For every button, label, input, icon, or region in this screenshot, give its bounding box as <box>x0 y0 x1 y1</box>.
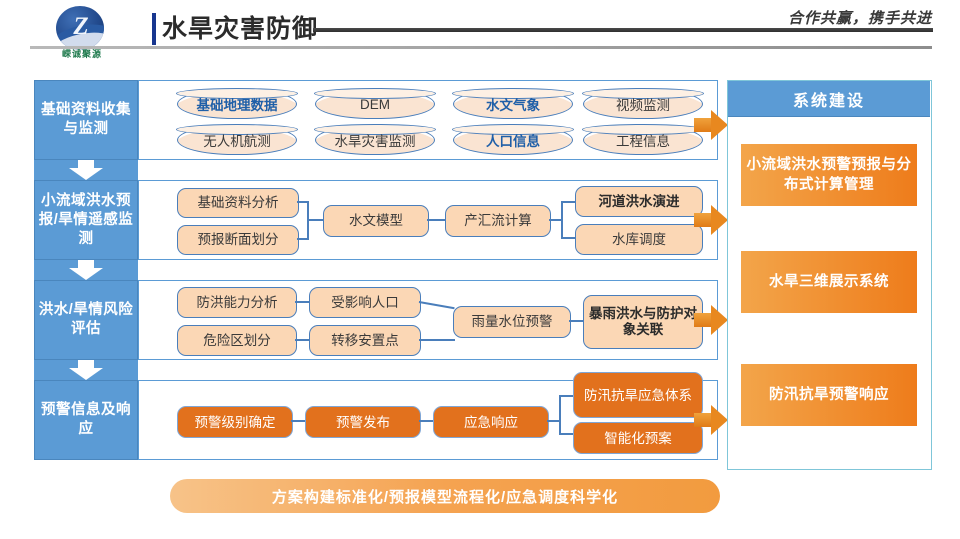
node-row1-4[interactable]: 视频监测 <box>582 88 704 119</box>
stage-2-panel: 基础资料分析 预报断面划分 水文模型 产汇流计算 河道洪水演进 水库调度 <box>138 180 718 260</box>
connector-r4-f <box>559 433 573 435</box>
system-card-3[interactable]: 防汛抗旱预警响应 <box>741 364 917 426</box>
node-row3-5[interactable]: 雨量水位预警 <box>453 306 571 338</box>
title-rule <box>313 28 933 32</box>
stage-1-panel: 基础地理数据 DEM 水文气象 视频监测 无人机航测 水旱灾害监测 人口信息 工… <box>138 80 718 160</box>
node-row3-3[interactable]: 受影响人口 <box>309 287 421 318</box>
connector-r3-e <box>419 339 455 341</box>
company-logo: Z 嵘诚聚源 <box>44 6 120 59</box>
connector-r2-a <box>297 201 309 203</box>
connector-r3-d <box>418 301 455 310</box>
connector-r2-h <box>561 201 575 203</box>
page-title: 水旱灾害防御 <box>162 15 319 43</box>
stage-3-panel: 防洪能力分析 危险区划分 受影响人口 转移安置点 雨量水位预警 暴雨洪水与防护对… <box>138 280 718 360</box>
node-row4-2[interactable]: 预警发布 <box>305 406 421 438</box>
connector-r4-d <box>559 395 561 435</box>
arrow-row4-to-system <box>694 405 728 435</box>
connector-r4-c <box>547 420 561 422</box>
stage-label-2[interactable]: 小流域洪水预报/旱情遥感监测 <box>34 180 138 260</box>
connector-r2-f <box>549 219 563 221</box>
node-row2-2[interactable]: 预报断面划分 <box>177 225 299 255</box>
header-divider <box>30 46 932 49</box>
stage-connector-2-3 <box>34 260 138 280</box>
bottom-banner: 方案构建标准化/预报模型流程化/应急调度科学化 <box>170 479 720 513</box>
logo-letter: Z <box>73 13 89 40</box>
logo-company-name: 嵘诚聚源 <box>61 49 102 59</box>
stage-connector-1-2 <box>34 160 138 180</box>
connector-r2-e <box>427 219 445 221</box>
system-construction-panel: 系统建设 小流域洪水预警预报与分布式计算管理 水旱三维展示系统 防汛抗旱预警响应 <box>727 80 932 470</box>
system-card-1[interactable]: 小流域洪水预警预报与分布式计算管理 <box>741 144 917 206</box>
page-header: Z 嵘诚聚源 水旱灾害防御 合作共赢，携手共进 <box>0 0 960 62</box>
stage-4-panel: 预警级别确定 预警发布 应急响应 防汛抗旱应急体系 智能化预案 <box>138 372 718 460</box>
system-card-2[interactable]: 水旱三维展示系统 <box>741 251 917 313</box>
node-row2-3[interactable]: 水文模型 <box>323 205 429 237</box>
connector-r2-i <box>561 237 575 239</box>
node-row3-6[interactable]: 暴雨洪水与防护对象关联 <box>583 295 703 349</box>
node-row4-1[interactable]: 预警级别确定 <box>177 406 293 438</box>
node-row1-5[interactable]: 无人机航测 <box>176 124 298 155</box>
connector-r3-b <box>295 339 309 341</box>
connector-r2-d <box>307 219 323 221</box>
connector-r4-a <box>291 420 305 422</box>
node-row2-5[interactable]: 河道洪水演进 <box>575 186 703 217</box>
arrow-row1-to-system <box>694 110 728 140</box>
node-row1-2[interactable]: DEM <box>314 88 436 119</box>
connector-r3-a <box>295 301 309 303</box>
node-row4-4[interactable]: 防汛抗旱应急体系 <box>573 372 703 418</box>
node-row1-1[interactable]: 基础地理数据 <box>176 88 298 119</box>
node-row2-6[interactable]: 水库调度 <box>575 224 703 255</box>
header-slogan: 合作共赢，携手共进 <box>787 10 932 27</box>
node-row1-8[interactable]: 工程信息 <box>582 124 704 155</box>
logo-emblem-icon: Z <box>56 6 104 50</box>
node-row1-6[interactable]: 水旱灾害监测 <box>314 124 436 155</box>
arrow-row2-to-system <box>694 205 728 235</box>
node-row3-2[interactable]: 危险区划分 <box>177 325 297 356</box>
node-row3-4[interactable]: 转移安置点 <box>309 325 421 356</box>
title-accent-bar <box>152 13 156 45</box>
node-row3-1[interactable]: 防洪能力分析 <box>177 287 297 318</box>
node-row2-1[interactable]: 基础资料分析 <box>177 188 299 218</box>
stage-label-1[interactable]: 基础资料收集与监测 <box>34 80 138 160</box>
node-row1-7[interactable]: 人口信息 <box>452 124 574 155</box>
arrow-row3-to-system <box>694 305 728 335</box>
connector-r2-g <box>561 201 563 239</box>
system-panel-header: 系统建设 <box>728 81 930 117</box>
node-row2-4[interactable]: 产汇流计算 <box>445 205 551 237</box>
stage-connector-3-4 <box>34 360 138 380</box>
node-row1-3[interactable]: 水文气象 <box>452 88 574 119</box>
connector-r4-b <box>419 420 433 422</box>
node-row4-3[interactable]: 应急响应 <box>433 406 549 438</box>
connector-r3-f <box>569 320 583 322</box>
connector-r2-b <box>297 238 309 240</box>
stage-label-4[interactable]: 预警信息及响应 <box>34 380 138 460</box>
connector-r4-e <box>559 395 573 397</box>
stage-label-3[interactable]: 洪水/旱情风险评估 <box>34 280 138 360</box>
node-row4-5[interactable]: 智能化预案 <box>573 422 703 454</box>
